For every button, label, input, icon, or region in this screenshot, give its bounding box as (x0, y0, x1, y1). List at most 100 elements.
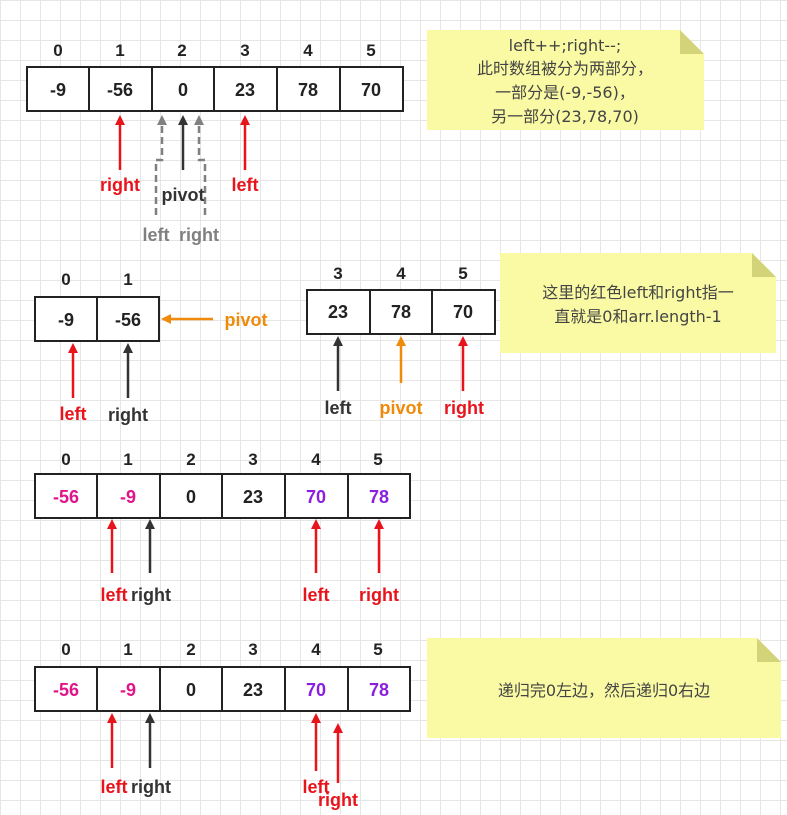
cell-value: 70 (361, 80, 381, 100)
note2: 这里的红色left和right指一 直就是0和arr.length-1 (500, 253, 776, 353)
pointer-label-right: right (359, 585, 399, 605)
note-fold (757, 638, 781, 662)
index-label: 1 (115, 41, 124, 60)
cell-value: 23 (328, 302, 348, 322)
pointer-label-pivot: pivot (162, 185, 205, 205)
cell-value: 78 (298, 80, 318, 100)
cell-value: -56 (107, 80, 133, 100)
cell-value: -56 (53, 487, 79, 507)
pointer-label-right: right (131, 777, 171, 797)
panel4: 0 1 2 3 4 5 -56 -9 0 23 70 78 left (34, 640, 411, 810)
pointer-label-pivot: pivot (380, 398, 423, 418)
array-cell (347, 473, 411, 519)
note-line: 一部分是(-9,-56)， (495, 83, 635, 102)
panel2a: 0 1 -9 -56 pivot left right (34, 270, 268, 425)
index-label: 1 (123, 640, 132, 659)
gray-dashed-arrow (154, 115, 167, 215)
index-label: 4 (311, 450, 321, 469)
pointer-label-left-gray: left (143, 225, 170, 245)
index-label: 1 (123, 450, 132, 469)
index-label: 5 (373, 450, 382, 469)
index-label: 4 (303, 41, 313, 60)
pointer-label-right-gray: right (179, 225, 219, 245)
index-label: 2 (186, 450, 195, 469)
array-cell (221, 666, 286, 712)
panel3: 0 1 2 3 4 5 -56 -9 0 23 70 78 left (34, 450, 411, 605)
array-cell (26, 66, 90, 112)
index-label: 2 (177, 41, 186, 60)
index-label: 3 (240, 41, 249, 60)
cell-value: 78 (369, 487, 389, 507)
note-background (427, 30, 704, 130)
cell-value: 78 (391, 302, 411, 322)
note-line: 递归完0左边，然后递归0右边 (498, 681, 710, 700)
pointer-label-pivot: pivot (225, 310, 268, 330)
pointer-label-right: right (444, 398, 484, 418)
array-cell (284, 666, 349, 712)
cell-value: -9 (120, 680, 136, 700)
index-label: 0 (53, 41, 62, 60)
pointer-label-left: left (232, 175, 259, 195)
cell-value: -9 (58, 310, 74, 330)
array-cell (276, 66, 341, 112)
index-label: 0 (61, 640, 70, 659)
cell-value: -9 (120, 487, 136, 507)
cell-value: 0 (186, 487, 196, 507)
pointer-label-left: left (101, 777, 128, 797)
cell-value: 23 (235, 80, 255, 100)
pointer-label-right: right (100, 175, 140, 195)
index-label: 3 (333, 264, 342, 283)
pointer-label-right: right (131, 585, 171, 605)
cell-value: -9 (50, 80, 66, 100)
note-background (427, 638, 781, 738)
cell-value: 0 (186, 680, 196, 700)
cell-value: 70 (306, 487, 326, 507)
pointer-label-left: left (303, 777, 330, 797)
cell-value: 23 (243, 680, 263, 700)
panel2b: 3 4 5 23 78 70 left pivot right (306, 264, 496, 418)
note-line: 直就是0和arr.length-1 (554, 307, 721, 326)
pointer-label-right: right (318, 790, 358, 810)
array-cell (34, 296, 98, 342)
note1: left++;right--; 此时数组被分为两部分， 一部分是(-9,-56)… (427, 30, 704, 130)
cell-value: 70 (453, 302, 473, 322)
note3: 递归完0左边，然后递归0右边 (427, 638, 781, 738)
index-label: 3 (248, 450, 257, 469)
index-label: 2 (186, 640, 195, 659)
index-label: 0 (61, 270, 70, 289)
cell-value: 23 (243, 487, 263, 507)
note-line: left++;right--; (509, 36, 622, 55)
array-cell (431, 289, 496, 335)
index-label: 0 (61, 450, 70, 469)
index-label: 5 (458, 264, 467, 283)
pointer-label-left: left (303, 585, 330, 605)
gray-dashed-arrow (194, 115, 207, 215)
note-fold (752, 253, 776, 277)
cell-value: -56 (53, 680, 79, 700)
note-line: 这里的红色left和right指一 (542, 283, 734, 302)
cell-value: 78 (369, 680, 389, 700)
index-label: 4 (396, 264, 406, 283)
array-cell (339, 66, 404, 112)
index-label: 1 (123, 270, 132, 289)
note-background (500, 253, 776, 353)
array-cell (306, 289, 371, 335)
cell-value: 0 (178, 80, 188, 100)
array-cell (159, 666, 223, 712)
array-cell (151, 66, 215, 112)
pointer-label-left: left (60, 404, 87, 424)
array-cell (284, 473, 349, 519)
pointer-label-right: right (108, 405, 148, 425)
cell-value: -56 (115, 310, 141, 330)
array-cell (88, 66, 153, 112)
index-label: 4 (311, 640, 321, 659)
note-line: 另一部分(23,78,70) (491, 107, 639, 126)
pointer-label-left: left (101, 585, 128, 605)
index-label: 5 (366, 41, 375, 60)
index-label: 3 (248, 640, 257, 659)
note-line: 此时数组被分为两部分， (477, 59, 653, 78)
array-cell (347, 666, 411, 712)
panel1: 0 1 2 3 4 5 -9 -56 0 23 78 70 (26, 41, 404, 245)
array-cell (96, 296, 160, 342)
